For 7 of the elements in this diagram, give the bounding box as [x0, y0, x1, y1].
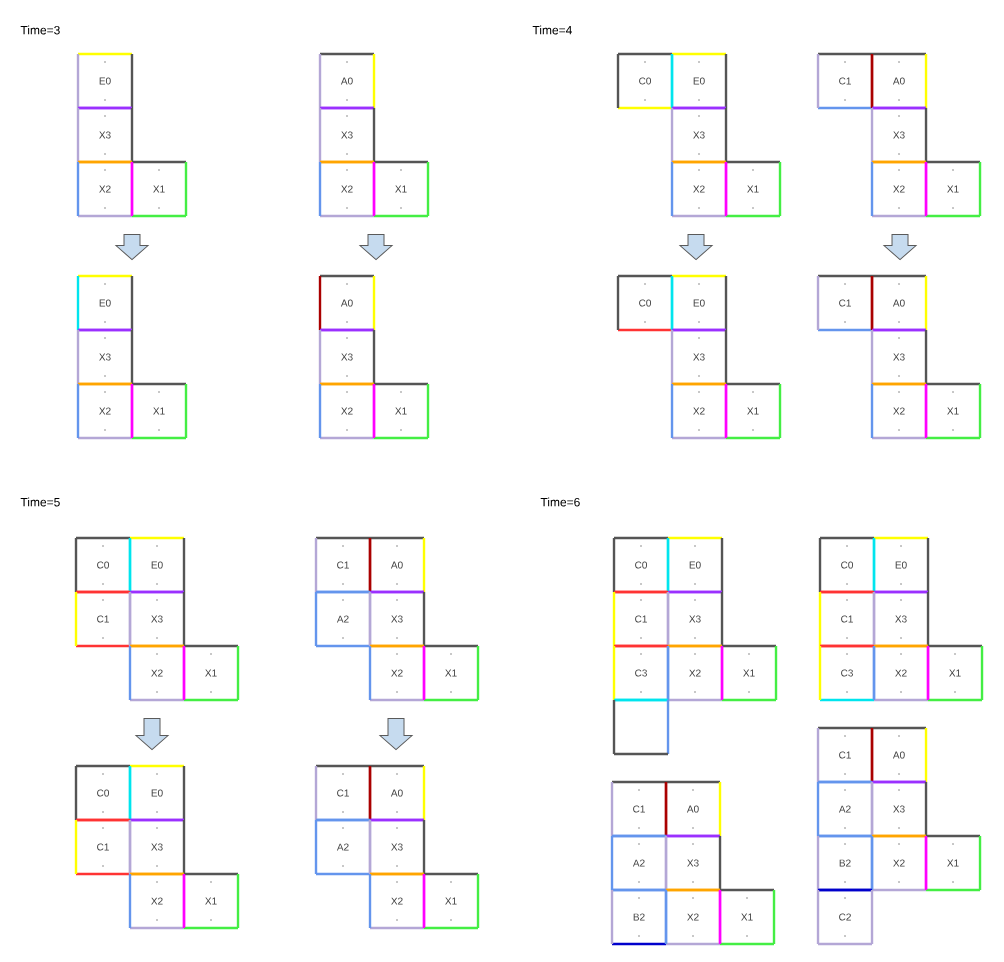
- down-arrow: [359, 233, 393, 261]
- grid-cell: [612, 698, 670, 756]
- down-arrow: [883, 233, 917, 261]
- down-arrow: [135, 717, 169, 751]
- down-arrow: [679, 233, 713, 261]
- down-arrow: [379, 717, 413, 751]
- down-arrow: [115, 233, 149, 261]
